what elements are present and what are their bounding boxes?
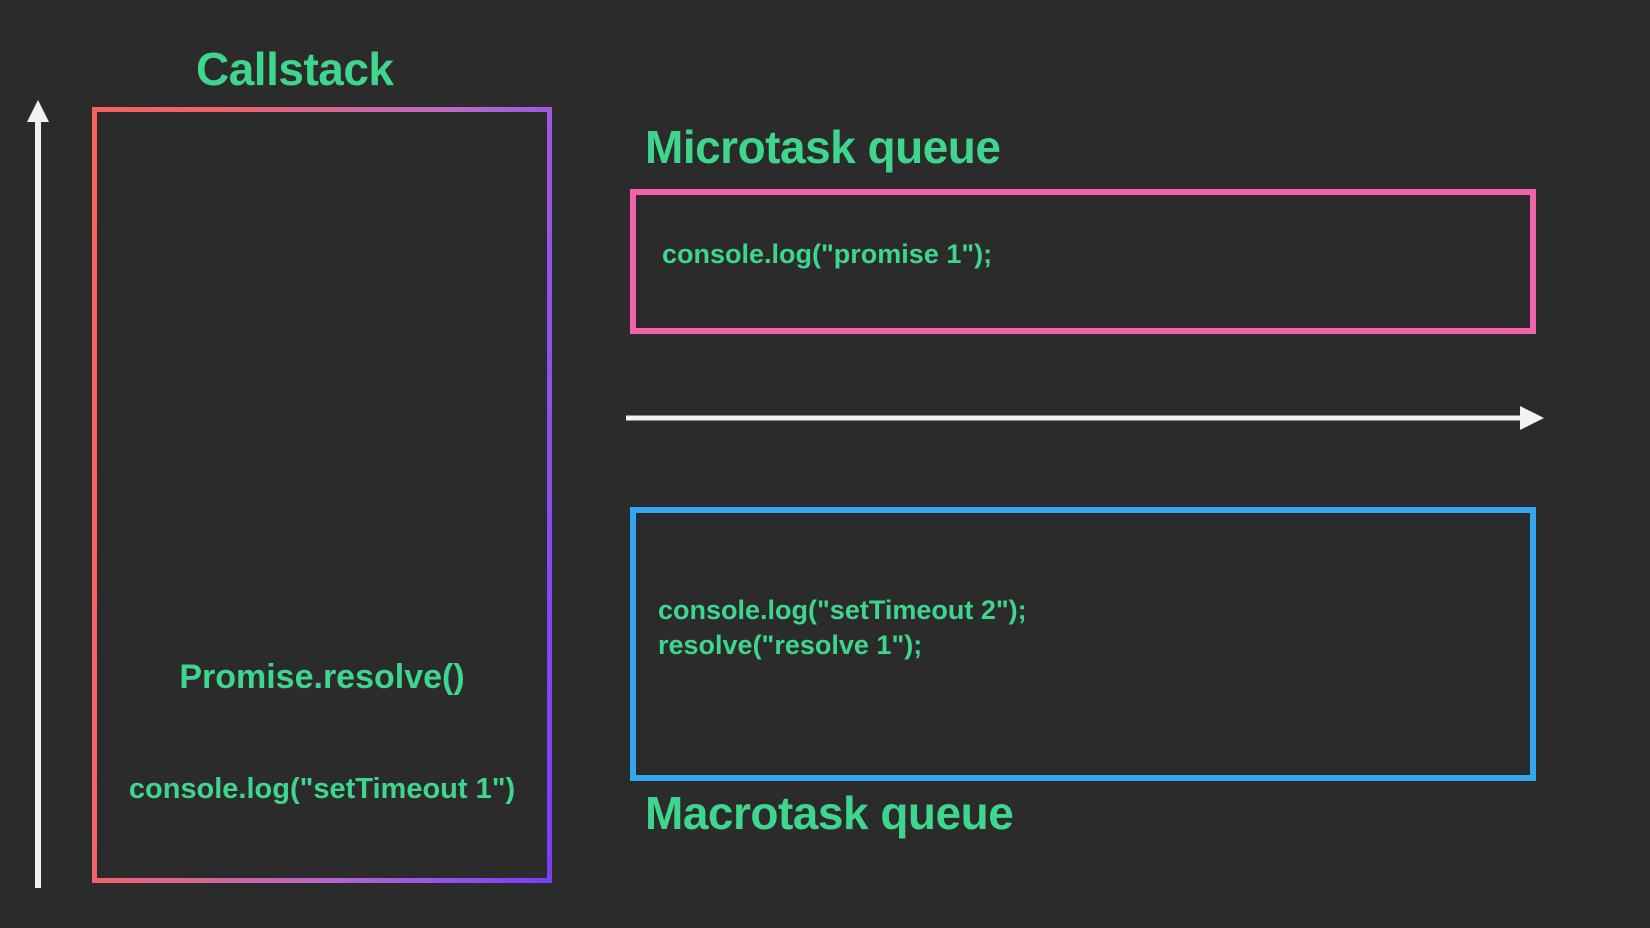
callstack-inner: Promise.resolve() console.log("setTimeou… <box>97 112 547 878</box>
microtask-queue-title: Microtask queue <box>645 121 1001 173</box>
callstack-box: Promise.resolve() console.log("setTimeou… <box>92 107 552 883</box>
up-arrow-icon <box>27 100 49 888</box>
macrotask-queue-item: console.log("setTimeout 2"); <box>658 595 1027 625</box>
macrotask-queue-item: resolve("resolve 1"); <box>658 629 923 660</box>
callstack-title: Callstack <box>196 43 394 95</box>
microtask-queue-box: console.log("promise 1"); <box>630 189 1536 334</box>
macrotask-queue-items: console.log("setTimeout 2"); resolve("re… <box>658 593 1027 662</box>
macrotask-queue-box: console.log("setTimeout 2"); resolve("re… <box>630 507 1536 781</box>
microtask-queue-item: console.log("promise 1"); <box>662 239 993 269</box>
macrotask-queue-title: Macrotask queue <box>645 787 1014 839</box>
right-arrow-icon <box>626 406 1544 430</box>
callstack-frame-console-log-settimeout-1: console.log("setTimeout 1") <box>128 773 516 805</box>
callstack-frame-promise-resolve: Promise.resolve() <box>179 658 465 696</box>
microtask-queue-items: console.log("promise 1"); <box>662 237 992 272</box>
